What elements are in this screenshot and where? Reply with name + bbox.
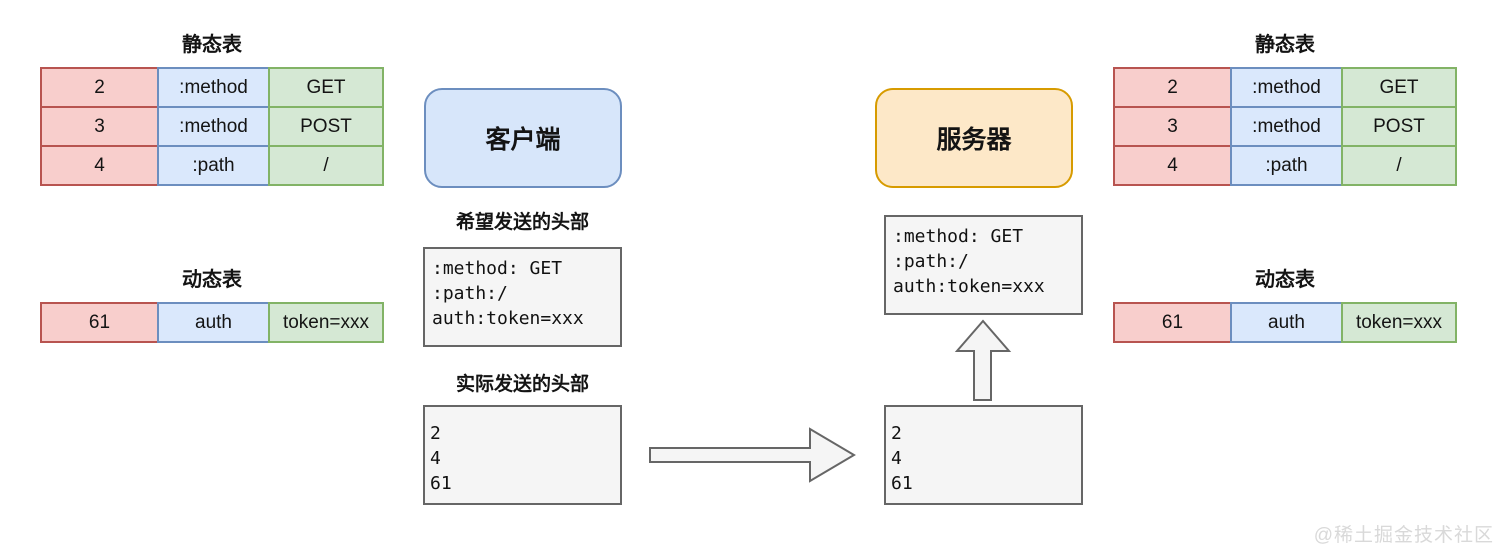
name-cell: :method [1230,67,1343,108]
watermark: @稀土掘金技术社区 [1313,525,1494,546]
value-cell: GET [268,67,384,108]
index-line: 4 [891,448,902,469]
value-cell: POST [1341,106,1457,147]
value-cell: GET [1341,67,1457,108]
name-cell: :path [157,145,270,186]
table-row: 2 :method GET [40,67,384,108]
name-cell: auth [1230,302,1343,343]
right-dynamic-table: 61 auth token=xxx [1113,302,1457,343]
index-cell: 4 [1113,145,1232,186]
name-cell: :method [157,67,270,108]
right-dynamic-table-title: 动态表 [1255,269,1315,291]
table-row: 4 :path / [40,145,384,186]
index-line: 61 [891,473,913,494]
header-line: auth:token=xxx [893,276,1045,297]
left-static-table: 2 :method GET 3 :method POST 4 :path / [40,67,384,186]
header-line: :path:/ [893,251,969,272]
name-cell: auth [157,302,270,343]
index-cell: 61 [1113,302,1232,343]
right-static-table: 2 :method GET 3 :method POST 4 :path / [1113,67,1457,186]
name-cell: :method [1230,106,1343,147]
up-arrow-icon [954,319,1012,401]
value-cell: / [268,145,384,186]
value-cell: POST [268,106,384,147]
table-row: 3 :method POST [1113,106,1457,147]
left-static-table-title: 静态表 [182,34,242,56]
header-line: :path:/ [432,283,508,304]
name-cell: :method [157,106,270,147]
index-cell: 4 [40,145,159,186]
client-node: 客户端 [424,88,622,188]
index-cell: 61 [40,302,159,343]
left-dynamic-table-title: 动态表 [182,269,242,291]
name-cell: :path [1230,145,1343,186]
sent-headers-label: 实际发送的头部 [455,374,589,395]
table-row: 61 auth token=xxx [1113,302,1457,343]
server-node: 服务器 [875,88,1073,188]
table-row: 61 auth token=xxx [40,302,384,343]
index-line: 2 [430,423,441,444]
server-decoded-headers-box: :method: GET :path:/ auth:token=xxx [884,215,1083,315]
index-cell: 3 [40,106,159,147]
table-row: 2 :method GET [1113,67,1457,108]
wish-headers-label: 希望发送的头部 [455,212,589,233]
left-dynamic-table: 61 auth token=xxx [40,302,384,343]
value-cell: / [1341,145,1457,186]
value-cell: token=xxx [268,302,384,343]
client-sent-headers-box: 2 4 61 [423,405,622,505]
right-static-table-title: 静态表 [1255,34,1315,56]
value-cell: token=xxx [1341,302,1457,343]
index-line: 2 [891,423,902,444]
server-received-headers-box: 2 4 61 [884,405,1083,505]
index-line: 61 [430,473,452,494]
table-row: 3 :method POST [40,106,384,147]
right-arrow-icon [649,427,856,483]
index-cell: 2 [1113,67,1232,108]
client-wish-headers-box: :method: GET :path:/ auth:token=xxx [423,247,622,347]
header-line: auth:token=xxx [432,308,584,329]
table-row: 4 :path / [1113,145,1457,186]
index-line: 4 [430,448,441,469]
header-line: :method: GET [893,226,1024,247]
index-cell: 2 [40,67,159,108]
index-cell: 3 [1113,106,1232,147]
header-line: :method: GET [432,258,563,279]
